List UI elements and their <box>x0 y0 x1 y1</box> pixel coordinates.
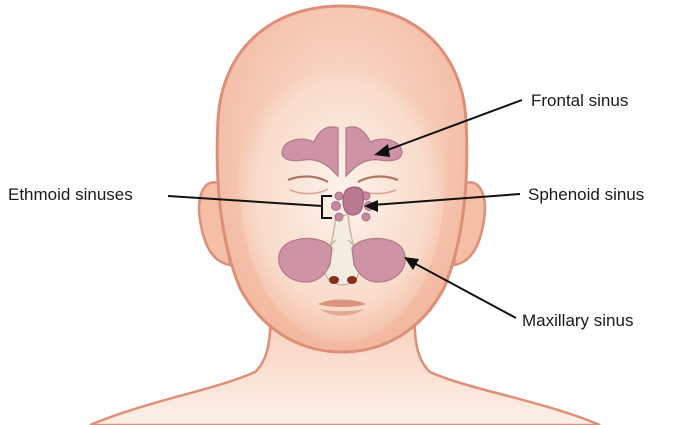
sphenoid-sinus <box>343 187 363 215</box>
ethmoid-cell <box>362 213 370 221</box>
ethmoid-cell <box>335 213 343 221</box>
ethmoid-cell <box>332 202 341 211</box>
sphenoid-sinus-label: Sphenoid sinus <box>528 185 644 204</box>
frontal-sinus-label: Frontal sinus <box>531 91 628 110</box>
ethmoid-cell <box>335 192 343 200</box>
maxillary-sinus-label: Maxillary sinus <box>522 311 633 330</box>
left-nostril <box>329 276 339 284</box>
right-nostril <box>347 276 357 284</box>
ethmoid-sinuses-label: Ethmoid sinuses <box>8 185 133 204</box>
